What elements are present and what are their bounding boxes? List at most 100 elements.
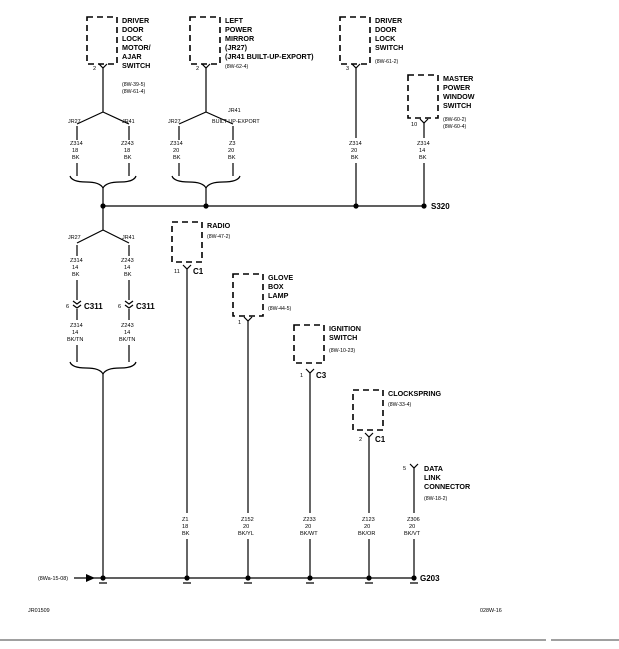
ref-label: (8W-61-4) (122, 89, 146, 95)
connector-label: C3 (316, 371, 327, 380)
pin-number: 3 (346, 66, 349, 72)
connector-label: C311 (136, 302, 155, 311)
wire-gauge: 18 (182, 524, 188, 530)
diagram-code-left: JR01509 (28, 608, 50, 614)
splice-dot (184, 575, 190, 581)
wire-gauge: 14 (72, 265, 78, 271)
connector-symbol (364, 432, 374, 438)
wire-code: Z1 (182, 517, 189, 523)
title-line: (JR41 BUILT-UP-EXPORT) (225, 52, 314, 61)
wire-code: Z243 (121, 258, 134, 264)
ref-label: (8W-39-5) (122, 82, 146, 88)
wire-gauge: 20 (409, 524, 415, 530)
wire-color: BK (72, 155, 80, 161)
wire-code: Z123 (362, 517, 375, 523)
title-line: BOX (268, 282, 284, 291)
wire-color: BK (72, 272, 80, 278)
splice-s320: S320 (100, 202, 450, 211)
wire-code: Z314 (70, 141, 83, 147)
arrow-right-icon (86, 574, 95, 582)
title-line: POWER (443, 83, 471, 92)
splice-dot (245, 575, 251, 581)
connector-symbol (305, 368, 315, 374)
wire-code: Z306 (407, 517, 420, 523)
connector-label: C1 (193, 267, 204, 276)
variant-label: JR27 (168, 119, 181, 125)
title-line: CONNECTOR (424, 482, 471, 491)
wire-code: Z314 (170, 141, 183, 147)
component-box (189, 16, 221, 65)
wire-gauge: 20 (228, 148, 234, 154)
pin-number: 6 (118, 304, 121, 310)
title-line: WINDOW (443, 92, 475, 101)
pin-number: 1 (300, 373, 303, 379)
title-line: GLOVE (268, 273, 293, 282)
wire-color: BK (228, 155, 236, 161)
wire-color: BK (351, 155, 359, 161)
wire-gauge: 20 (364, 524, 370, 530)
variant-label: JR41 (228, 108, 241, 114)
wire-gauge: 20 (305, 524, 311, 530)
component-master-power-window-switch: MASTER POWER WINDOW SWITCH (8W-60-2) (8W… (407, 74, 475, 206)
pin-number: 1 (238, 320, 241, 326)
component-driver-door-lock-motor: DRIVER DOOR LOCK MOTOR/ AJAR SWITCH (8W-… (86, 16, 151, 112)
ground-label: G203 (420, 574, 440, 583)
title-line: MOTOR/ (122, 43, 151, 52)
wire-code: Z243 (121, 323, 134, 329)
wire-gauge: 18 (72, 148, 78, 154)
connector-symbol (419, 118, 429, 124)
ref-label: (8W-61-2) (375, 59, 399, 65)
ref-label: (8W-60-2) (443, 117, 467, 123)
connector-label: C311 (84, 302, 103, 311)
ref-label: (8W-10-23) (329, 348, 355, 354)
component-box (352, 389, 384, 431)
splice-dot (366, 575, 372, 581)
title-line: MASTER (443, 74, 474, 83)
ref-label: (8W-47-2) (207, 234, 231, 240)
splice-dot (411, 575, 417, 581)
wire-code: Z233 (303, 517, 316, 523)
wire-gauge: 14 (124, 330, 130, 336)
wire-code: Z314 (70, 258, 83, 264)
connector-symbol (409, 463, 419, 469)
wire-gauge: 14 (124, 265, 130, 271)
component-left-power-mirror: LEFT POWER MIRROR (JR27) (JR41 BUILT-UP-… (189, 16, 314, 112)
title-line: LOCK (375, 34, 396, 43)
ref-label: (8W-60-4) (443, 124, 467, 130)
wire-color: BK/TN (119, 337, 135, 343)
component-box (407, 74, 439, 119)
ground-ref: (8Wa-15-08) (38, 576, 68, 582)
variant-split-mirror: JR27 JR41 BUILT-UP-EXPORT Z314 20 BK Z3 … (168, 108, 260, 206)
title-line: SWITCH (443, 101, 471, 110)
variant-label: JR27 (68, 235, 81, 241)
pin-number: 2 (93, 66, 96, 72)
wire-code: Z314 (70, 323, 83, 329)
component-box (86, 16, 118, 65)
title-line: LOCK (122, 34, 143, 43)
component-radio: RADIO (8W-47-2) 11 C1 Z1 18 BK (171, 221, 231, 578)
pin-number: 2 (196, 66, 199, 72)
title-line: RADIO (207, 221, 231, 230)
wire-gauge: 14 (72, 330, 78, 336)
title-line: DRIVER (375, 16, 403, 25)
pin-number: 11 (174, 269, 180, 275)
component-box (293, 324, 325, 364)
connector-symbol (72, 300, 82, 309)
wire-color: BK/OR (358, 531, 375, 537)
connector-symbol (243, 316, 253, 322)
ref-label: (8W-33-4) (388, 402, 412, 408)
component-clockspring: CLOCKSPRING (8W-33-4) 2 C1 Z123 20 BK/OR (352, 389, 442, 578)
title-line: LINK (424, 473, 442, 482)
pin-number: 6 (66, 304, 69, 310)
component-box (232, 273, 264, 317)
splice-dot (421, 203, 427, 209)
component-ignition-switch: IGNITION SWITCH (8W-10-23) 1 C3 Z233 20 … (293, 324, 361, 578)
variant-brace (69, 361, 137, 376)
title-line: DATA (424, 464, 443, 473)
wire-gauge: 20 (173, 148, 179, 154)
title-line: SWITCH (122, 61, 150, 70)
ground-g203: (8Wa-15-08) G203 (38, 574, 440, 584)
wire-color: BK (419, 155, 427, 161)
wire-code: Z243 (121, 141, 134, 147)
wire-code: Z314 (349, 141, 362, 147)
